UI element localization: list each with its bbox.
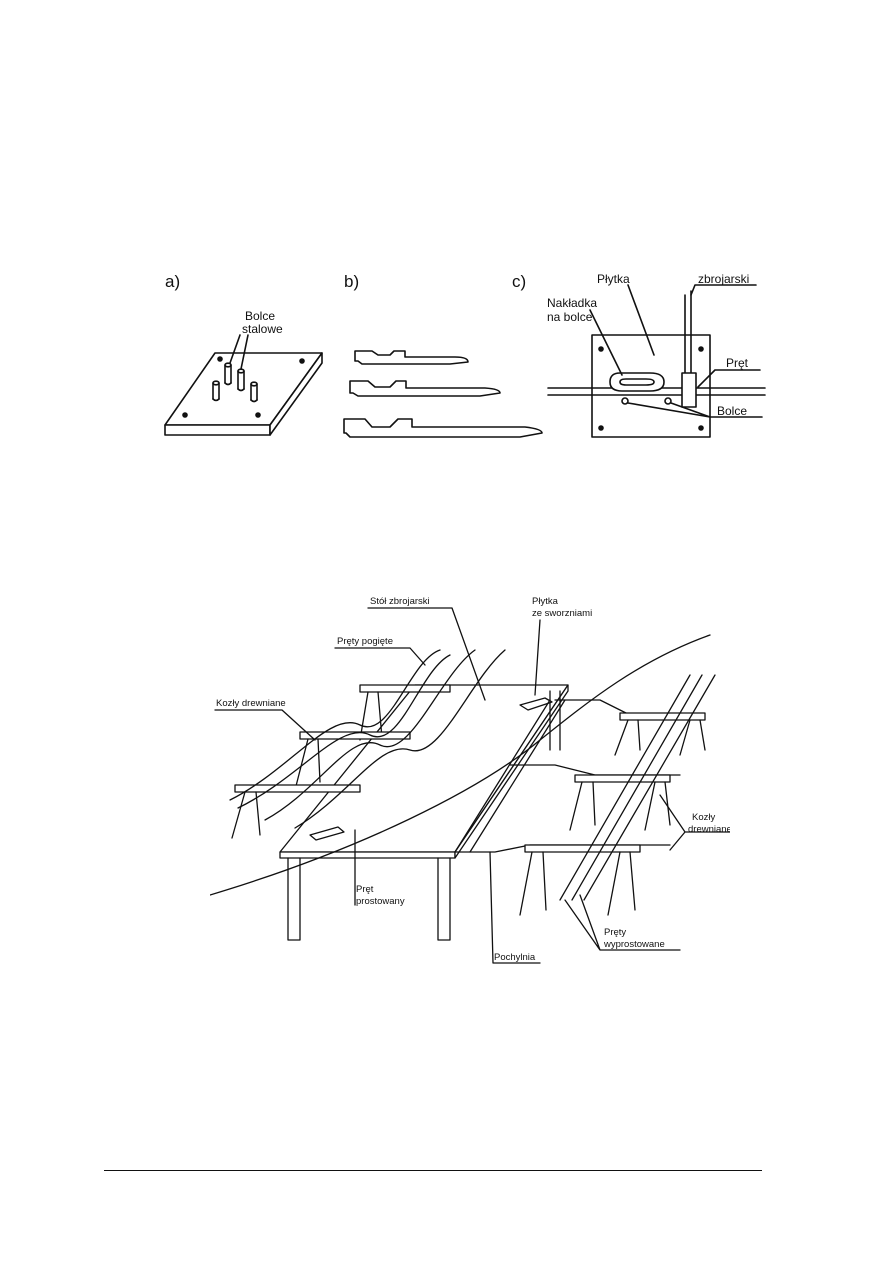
- panel-a-letter: a): [165, 272, 180, 291]
- label-zbrojarski: zbrojarski: [698, 272, 749, 286]
- figure-bottom: Stół zbrojarski Płytka ze sworzniami Prę…: [210, 596, 730, 964]
- panel-c-letter: c): [512, 272, 526, 291]
- panel-b-letter: b): [344, 272, 359, 291]
- trestles-right: [519, 712, 706, 916]
- label-kozly-left: Kozły drewniane: [216, 698, 286, 709]
- label-prety-pogiete: Pręty pogięte: [337, 636, 393, 647]
- label-stalowe: stalowe: [242, 322, 283, 336]
- label-plytka: Płytka: [597, 272, 630, 286]
- footer-rule: [104, 1170, 762, 1171]
- label-pret-prostowany-1: Pręt: [356, 884, 374, 895]
- label-nakladka: Nakładka: [547, 296, 597, 310]
- label-prety-wyprostowane-2: wyprostowane: [603, 939, 665, 950]
- bent-bars: [229, 649, 506, 829]
- panel-a-plate: [164, 334, 323, 436]
- panel-b-overlays: [343, 350, 543, 438]
- label-plytka-top: Płytka: [532, 596, 559, 607]
- label-pret-prostowany-2: prostowany: [356, 896, 405, 907]
- label-kozly-right-1: Kozły: [692, 812, 715, 823]
- label-pret: Pręt: [726, 356, 749, 370]
- label-ze-sworzniami: ze sworzniami: [532, 608, 592, 619]
- label-kozly-right-2: drewniane: [688, 824, 730, 835]
- straightened-bar: [210, 634, 711, 896]
- trestles-left: [231, 684, 451, 839]
- label-bolce: Bolce: [245, 309, 275, 323]
- label-pochylnia: Pochylnia: [494, 952, 536, 963]
- straightened-bars: [559, 674, 716, 901]
- figure-top: a) b) c) Bolce stalowe Płytka zbrojarski…: [164, 272, 766, 438]
- label-prety-wyprostowane-1: Pręty: [604, 927, 626, 938]
- label-stol-zbrojarski: Stół zbrojarski: [370, 596, 430, 607]
- panel-c-plate: [547, 284, 766, 438]
- label-bolce-c: Bolce: [717, 404, 747, 418]
- label-na-bolce: na bolce: [547, 310, 593, 324]
